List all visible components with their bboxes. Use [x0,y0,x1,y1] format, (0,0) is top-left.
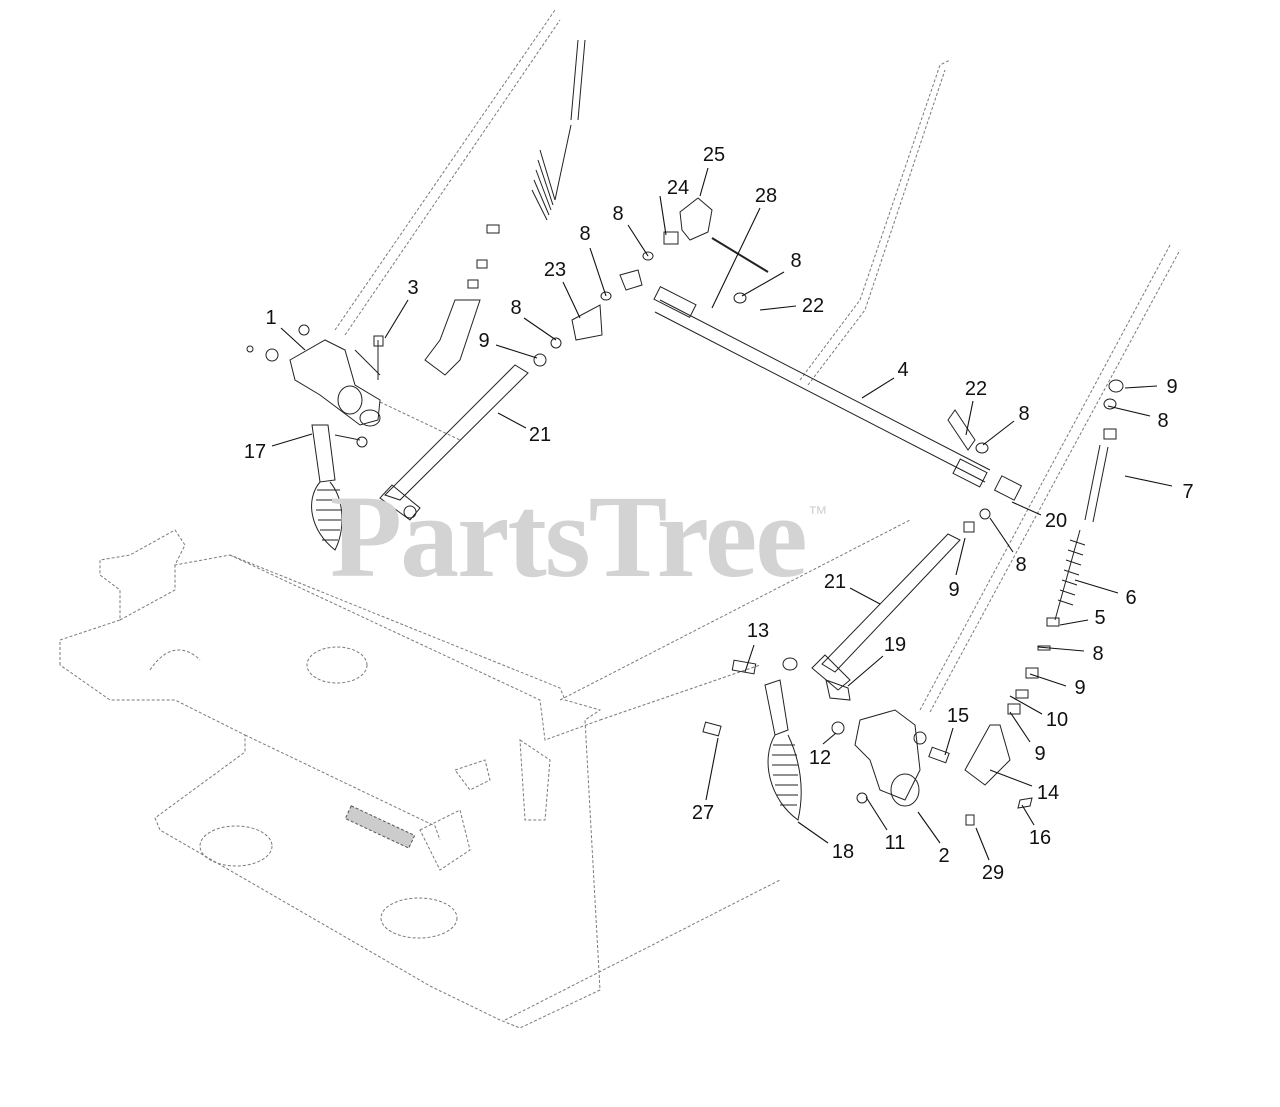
leader-line-9 [955,537,966,576]
callout-label-8[interactable]: 8 [790,250,802,272]
callout-label-8[interactable]: 8 [510,297,522,319]
callout-label-8[interactable]: 8 [612,203,624,225]
leader-line-9 [1029,673,1067,687]
callout-label-8[interactable]: 8 [579,223,591,245]
leader-line-29 [975,827,990,861]
leader-line-23 [562,281,581,319]
leader-line-25 [699,167,709,197]
callout-label-21[interactable]: 21 [823,571,847,593]
callout-label-2[interactable]: 2 [938,845,950,867]
leader-line-22 [965,400,974,436]
leader-line-8 [982,420,1015,446]
leader-line-8 [1037,646,1085,652]
leader-line-8 [523,317,557,341]
leader-line-22 [759,305,797,311]
leader-line-7 [1124,475,1173,487]
leader-line-11 [865,796,888,831]
leader-line-24 [659,195,667,236]
callout-label-18[interactable]: 18 [831,841,855,863]
leader-line-19 [847,655,884,687]
callout-label-23[interactable]: 23 [543,259,567,281]
leader-line-9 [1009,711,1031,743]
leader-line-14 [989,769,1033,787]
leader-line-21 [849,587,881,605]
leader-line-13 [744,644,755,673]
leader-line-1 [280,327,306,351]
leader-line-28 [711,207,761,309]
leader-line-5 [1059,619,1089,626]
callout-label-7[interactable]: 7 [1182,481,1194,503]
callout-label-27[interactable]: 27 [691,802,715,824]
callout-label-1[interactable]: 1 [265,307,277,329]
leader-line-21 [497,412,527,429]
callout-label-25[interactable]: 25 [702,144,726,166]
callout-label-9[interactable]: 9 [948,579,960,601]
leader-line-10 [1009,695,1043,715]
leader-line-20 [1011,501,1042,516]
leader-line-8 [989,517,1014,553]
callout-label-22[interactable]: 22 [964,378,988,400]
leader-line-8 [741,271,785,297]
callout-label-28[interactable]: 28 [754,185,778,207]
leader-line-12 [822,732,837,745]
leader-line-8 [589,247,607,297]
callout-label-4[interactable]: 4 [897,359,909,381]
leader-line-8 [1107,405,1151,417]
callout-label-9[interactable]: 9 [1074,677,1086,699]
callout-label-8[interactable]: 8 [1015,554,1027,576]
callout-label-16[interactable]: 16 [1028,827,1052,849]
callout-label-5[interactable]: 5 [1094,607,1106,629]
leader-line-3 [384,299,409,339]
leader-line-17 [271,433,313,447]
leader-line-6 [1074,579,1119,594]
callout-label-8[interactable]: 8 [1157,410,1169,432]
leader-line-9 [1124,385,1158,389]
leader-line-27 [705,737,719,801]
callout-label-10[interactable]: 10 [1045,709,1069,731]
callout-label-9[interactable]: 9 [478,330,490,352]
callout-label-14[interactable]: 14 [1036,782,1060,804]
callout-label-9[interactable]: 9 [1034,743,1046,765]
callout-label-9[interactable]: 9 [1166,376,1178,398]
leader-line-9 [495,344,538,359]
callout-label-20[interactable]: 20 [1044,510,1068,532]
leader-line-8 [627,224,649,257]
callout-label-24[interactable]: 24 [666,177,690,199]
leader-line-16 [1021,804,1035,826]
leader-line-2 [917,811,941,844]
callout-label-15[interactable]: 15 [946,705,970,727]
callout-label-17[interactable]: 17 [243,441,267,463]
callout-label-21[interactable]: 21 [528,424,552,446]
callout-label-3[interactable]: 3 [407,277,419,299]
callout-label-12[interactable]: 12 [808,747,832,769]
callout-label-29[interactable]: 29 [981,862,1005,884]
callout-label-6[interactable]: 6 [1125,587,1137,609]
leader-line-4 [861,377,895,399]
callout-label-11[interactable]: 11 [884,832,906,854]
callout-label-8[interactable]: 8 [1018,403,1030,425]
callout-label-8[interactable]: 8 [1092,643,1104,665]
callout-label-22[interactable]: 22 [801,295,825,317]
leader-line-18 [797,821,829,844]
callout-label-19[interactable]: 19 [883,634,907,656]
callout-label-13[interactable]: 13 [746,620,770,642]
leader-line-15 [944,727,954,756]
